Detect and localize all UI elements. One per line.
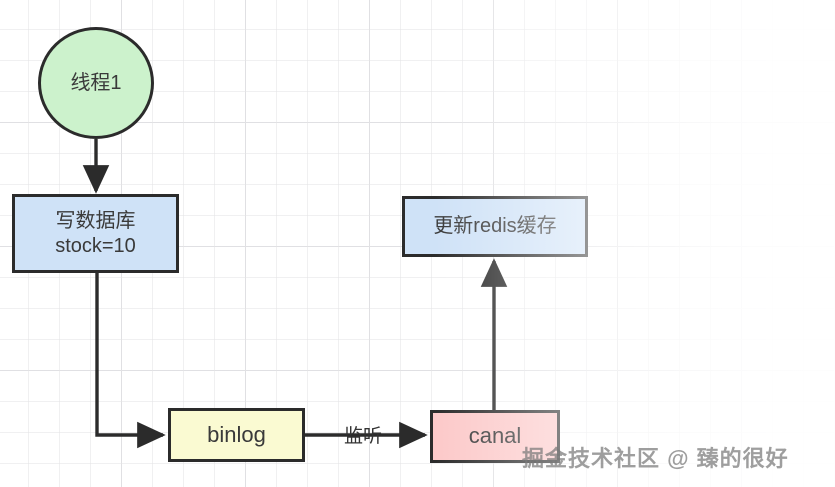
edge-label-listen: 监听 (344, 421, 382, 448)
node-update-redis-label: 更新redis缓存 (433, 215, 557, 238)
node-binlog[interactable]: binlog (168, 408, 305, 462)
watermark-text: 掘金技术社区 @ 臻的很好 (522, 446, 789, 471)
edge-label-listen-text: 监听 (344, 426, 383, 447)
node-thread1[interactable]: 线程1 (38, 27, 154, 139)
node-write-db[interactable]: 写数据库 stock=10 (12, 194, 179, 273)
node-thread1-label: 线程1 (70, 71, 122, 94)
node-binlog-label: binlog (207, 421, 266, 447)
node-update-redis[interactable]: 更新redis缓存 (402, 196, 588, 257)
node-write-db-label: 写数据库 stock=10 (55, 210, 136, 257)
edge-db-to-binlog (95, 273, 166, 449)
node-canal-label: canal (468, 423, 522, 449)
watermark: 掘金技术社区 @ 臻的很好 (522, 441, 789, 473)
